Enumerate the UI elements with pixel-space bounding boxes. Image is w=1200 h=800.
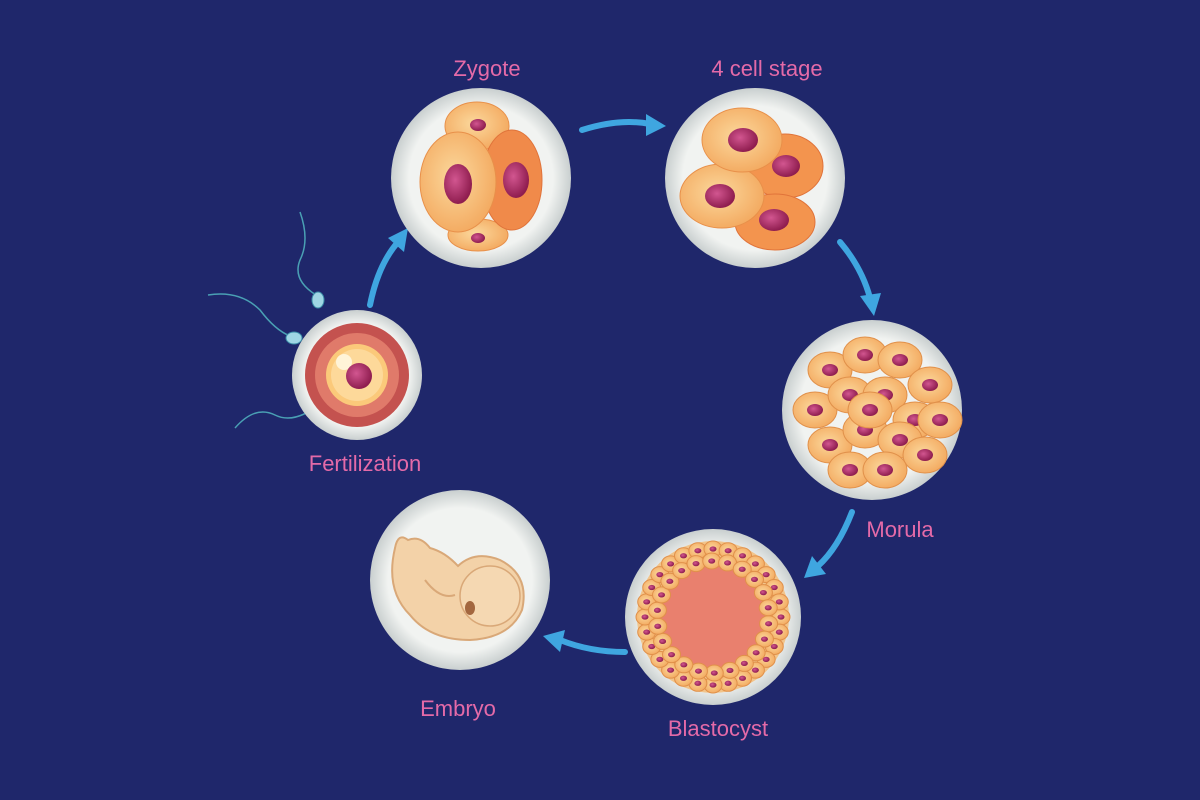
cell-nucleus <box>653 607 661 613</box>
cell-nucleus <box>726 667 734 673</box>
cell-nucleus <box>710 670 718 676</box>
cell-nucleus <box>724 680 732 686</box>
cell-nucleus <box>842 464 858 476</box>
cell-nucleus <box>762 571 770 578</box>
stage-label-embryo: Embryo <box>420 696 496 721</box>
cell-nucleus <box>750 576 758 582</box>
stage-label-blastocyst: Blastocyst <box>668 716 768 741</box>
arrow-fertilization-to-zygote <box>367 228 408 308</box>
cell-nucleus <box>739 675 747 681</box>
cell-nucleus <box>679 553 687 559</box>
cell-nucleus <box>770 643 778 650</box>
cell-nucleus <box>777 614 785 620</box>
cell-nucleus <box>643 629 651 635</box>
cell-nucleus <box>648 584 656 591</box>
cell-nucleus <box>922 379 938 391</box>
cell-nucleus <box>656 571 664 578</box>
cell-nucleus <box>641 614 649 620</box>
cell-nucleus <box>877 464 893 476</box>
cell-nucleus <box>692 561 700 567</box>
cell-nucleus <box>775 629 783 635</box>
cell-nucleus <box>708 558 716 564</box>
cell-nucleus <box>654 623 662 629</box>
cell-nucleus <box>857 349 873 361</box>
cell-nucleus <box>775 599 783 605</box>
cell-nucleus <box>765 621 773 627</box>
cell-nucleus <box>666 578 674 584</box>
embryo-illustration <box>370 490 550 670</box>
cell-nucleus <box>667 667 675 673</box>
cell-nucleus <box>917 449 933 461</box>
cell-nucleus <box>678 567 686 574</box>
cell-nucleus <box>694 680 702 686</box>
stage-label-fertilization: Fertilization <box>309 451 421 476</box>
cell-nucleus <box>770 584 778 591</box>
cell-nucleus <box>679 675 687 681</box>
cell-nucleus <box>659 638 667 645</box>
blastocyst-illustration <box>625 529 801 705</box>
cell-nucleus <box>762 656 770 663</box>
cell-nucleus <box>694 548 702 554</box>
cell-nucleus <box>668 652 676 658</box>
arrow-blastocyst-to-embryo <box>543 630 628 655</box>
cell-nucleus <box>892 354 908 366</box>
cell-nucleus <box>667 561 675 567</box>
zygote-illustration <box>391 88 571 268</box>
cell-nucleus <box>751 667 759 673</box>
cell-nucleus <box>932 414 948 426</box>
cell-nucleus <box>709 682 717 688</box>
cell-nucleus <box>680 662 688 668</box>
cell-nucleus <box>694 668 702 674</box>
cell-nucleus <box>822 364 838 376</box>
stage-label-4-cell-stage: 4 cell stage <box>711 56 822 81</box>
cell-nucleus <box>643 599 651 605</box>
cell-nucleus <box>658 592 666 598</box>
cell-nucleus <box>759 589 767 596</box>
cell-nucleus <box>740 660 748 667</box>
cell-nucleus <box>739 553 747 559</box>
cell-nucleus <box>764 605 772 611</box>
cell-nucleus <box>822 439 838 451</box>
four-cell-illustration <box>665 88 845 268</box>
arrow-morula-to-blastocyst <box>804 509 855 578</box>
cell-nucleus <box>724 548 732 554</box>
cell-nucleus <box>656 656 664 663</box>
cell-nucleus <box>738 566 746 572</box>
cell-nucleus <box>807 404 823 416</box>
cell-nucleus <box>862 404 878 416</box>
cell-nucleus <box>709 546 717 552</box>
cell-nucleus <box>648 643 656 650</box>
arrow-zygote-to-4cell <box>579 114 666 136</box>
arrow-4cell-to-morula <box>837 239 881 316</box>
stage-label-morula: Morula <box>866 517 934 542</box>
cell-nucleus <box>751 561 759 567</box>
cell-nucleus <box>752 650 760 656</box>
cell-nucleus <box>760 636 768 642</box>
stage-label-zygote: Zygote <box>453 56 520 81</box>
cell-nucleus <box>724 560 732 566</box>
fertilization-illustration <box>207 211 422 440</box>
cell-nucleus <box>892 434 908 446</box>
morula-illustration <box>782 320 963 500</box>
